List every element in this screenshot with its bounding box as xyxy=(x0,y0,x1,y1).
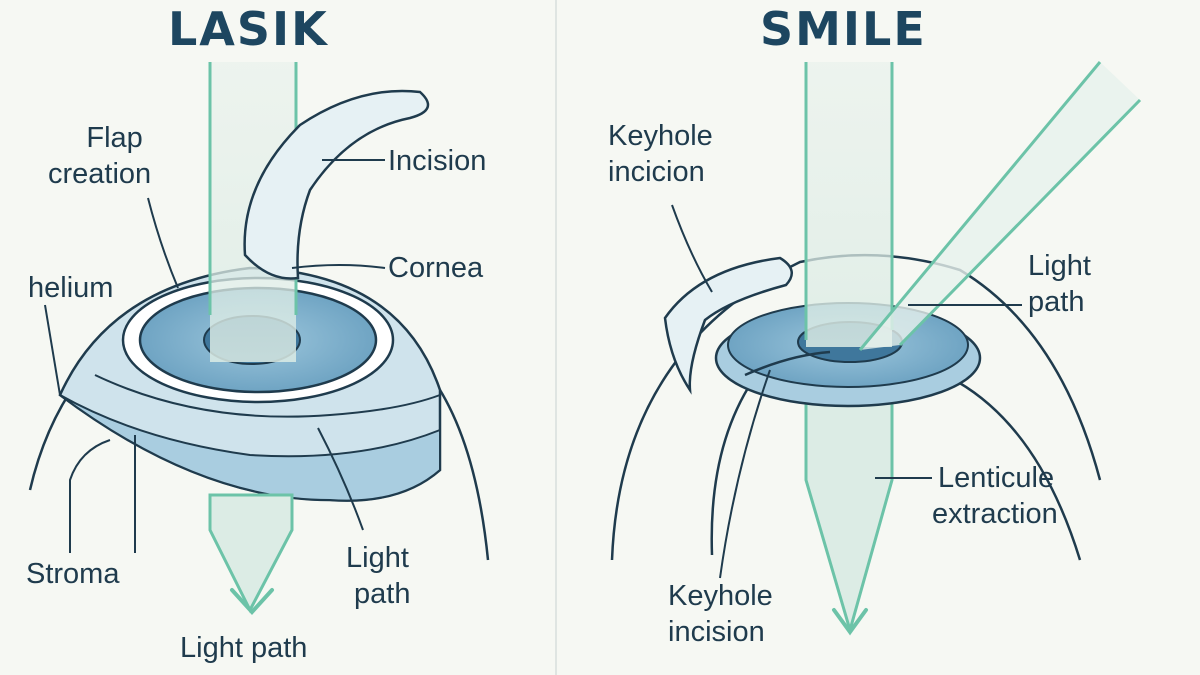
label-light-path-right-line1: Light xyxy=(346,542,409,574)
lasik-arrow-head xyxy=(230,588,274,615)
label-flap-creation: Flap creation xyxy=(48,120,151,192)
label-keyhole-incision-line2: incision xyxy=(668,616,765,648)
label-flap-creation-line2: creation xyxy=(48,158,152,190)
label-lenticule-extraction-line1: Lenticule xyxy=(938,462,1055,494)
label-smile-light-path-line1: Light xyxy=(1028,250,1091,282)
lasik-title: LASIK xyxy=(168,2,329,56)
smile-illustration xyxy=(610,61,1142,636)
label-smile-light-path: Light path xyxy=(1028,248,1091,320)
smile-title: SMILE xyxy=(760,2,927,56)
label-flap-creation-line1: Flap xyxy=(86,122,143,154)
stroma-leader-a xyxy=(69,439,111,553)
lasik-illustration xyxy=(28,62,490,615)
label-light-path-bottom: Light path xyxy=(180,632,308,664)
label-incision: Incision xyxy=(388,145,487,177)
smile-instrument-edge-b xyxy=(898,98,1142,347)
label-lenticule-extraction-line2: extraction xyxy=(932,498,1058,530)
label-cornea: Cornea xyxy=(388,252,484,284)
label-light-path-right: Light path xyxy=(346,540,410,612)
label-epithelium: helium xyxy=(28,272,114,304)
keyhole-tool xyxy=(663,256,793,395)
label-keyhole-incicion-line1: Keyhole xyxy=(608,120,713,152)
smile-right-curve xyxy=(957,380,1082,561)
flap-creation-leader xyxy=(147,197,179,289)
stroma-layer xyxy=(59,394,441,502)
cornea-leader xyxy=(291,264,386,269)
lasik-lifted-flap xyxy=(243,89,430,280)
keyhole-incicion-leader xyxy=(671,204,713,293)
smile-instrument xyxy=(860,62,1140,350)
lasik-layer-line xyxy=(94,374,441,418)
label-keyhole-incision: Keyhole incision xyxy=(668,578,773,650)
keyhole-slit xyxy=(744,350,831,377)
smile-arrow-head xyxy=(832,608,868,636)
smile-instrument-edge-a xyxy=(858,61,1102,351)
label-smile-light-path-line2: path xyxy=(1028,286,1085,318)
lasik-exit-beam xyxy=(208,493,294,614)
keyhole-incision-leader xyxy=(719,369,771,579)
epithelium-leader xyxy=(44,304,61,396)
smile-inner-curve xyxy=(710,369,762,556)
light-path-leader xyxy=(317,427,364,531)
label-stroma: Stroma xyxy=(26,558,120,590)
smile-laser-beam xyxy=(806,62,892,347)
label-keyhole-incicion-line2: incicion xyxy=(608,156,705,188)
label-keyhole-incicion: Keyhole incicion xyxy=(608,118,713,190)
label-light-path-right-line2: path xyxy=(354,578,411,610)
label-lenticule-extraction: Lenticule extraction xyxy=(932,460,1058,532)
label-keyhole-incision-line1: Keyhole xyxy=(668,580,773,612)
